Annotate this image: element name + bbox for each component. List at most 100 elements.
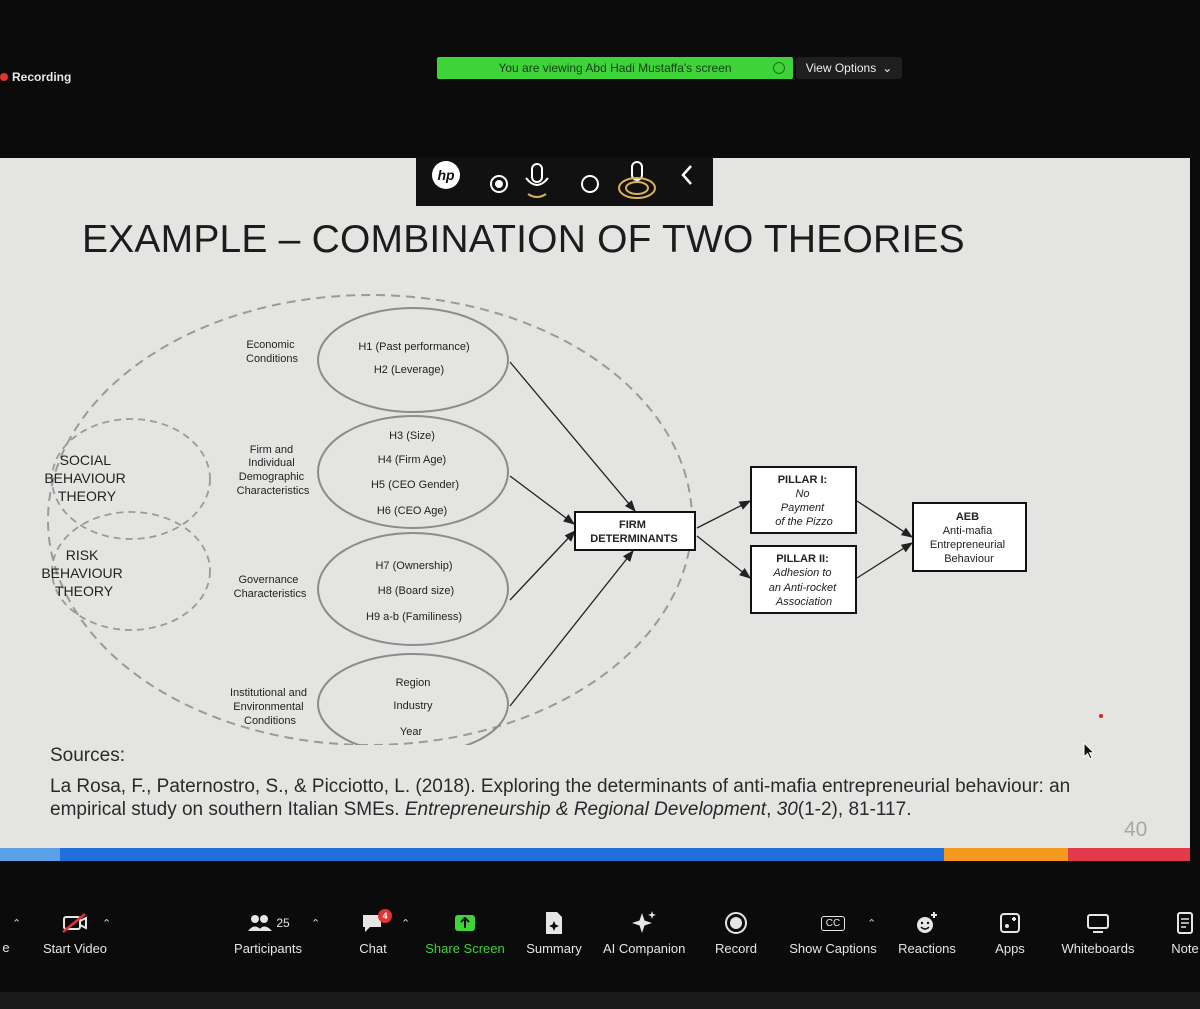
video-caret-icon[interactable]: ⌃ [102, 918, 112, 930]
group4-label-1: Institutional and [230, 687, 307, 699]
chat-caret-icon[interactable]: ⌃ [401, 918, 411, 930]
viewing-banner-text: You are viewing Abd Hadi Mustaffa's scre… [498, 61, 732, 75]
mic-broadcast-icon[interactable] [618, 161, 656, 199]
status-ring-icon [773, 62, 785, 74]
citation-journal: Entrepreneurship & Regional Development [404, 799, 767, 820]
microphone-icon[interactable] [525, 163, 549, 198]
diagram-arrows [509, 361, 914, 707]
summary-icon [525, 905, 583, 941]
ai-companion-label: AI Companion [603, 941, 686, 956]
reactions-button[interactable]: Reactions [896, 905, 958, 956]
hypothesis-h9: H9 a-b (Familiness) [366, 611, 462, 623]
group2-label-4: Characteristics [237, 485, 310, 497]
pillar2-line2: Adhesion to [772, 567, 831, 579]
record-button[interactable]: Record [713, 905, 759, 956]
record-label: Record [715, 941, 757, 956]
theory2-line2: BEHAVIOUR [41, 565, 122, 581]
sources-heading: Sources: [50, 745, 125, 766]
chat-button[interactable]: Chat 4 [352, 905, 394, 956]
svg-text:FIRM DETERMINANTS: FIRM DETERMINANTS [590, 519, 677, 545]
hypothesis-h8: H8 (Board size) [378, 585, 454, 597]
apps-button[interactable]: Apps [990, 905, 1030, 956]
reactions-label: Reactions [898, 941, 956, 956]
whiteboards-button[interactable]: Whiteboards [1058, 905, 1138, 956]
pillar1-line4: of the Pizzo [775, 516, 832, 528]
svg-text:hp: hp [437, 167, 455, 183]
recording-label: Recording [12, 70, 72, 84]
hypothesis-h2: H2 (Leverage) [374, 364, 444, 376]
record-icon [713, 905, 759, 941]
audio-caret-icon[interactable]: ⌃ [12, 918, 22, 930]
svg-text:Governance Characteristics: Governance Characteristics [234, 574, 307, 600]
participants-count: 25 [276, 916, 290, 930]
notes-icon [1170, 905, 1200, 941]
control-region: Region [396, 677, 431, 689]
hypothesis-h7: H7 (Ownership) [375, 560, 452, 572]
mouse-cursor-icon [1083, 742, 1096, 760]
screen-bottom-edge [0, 992, 1200, 1009]
view-options-button[interactable]: View Options ⌄ [796, 57, 902, 79]
aeb-title: AEB [956, 511, 979, 523]
pillar2-line4: Association [775, 596, 832, 608]
ai-companion-button[interactable]: AI Companion [603, 905, 685, 956]
summary-button[interactable]: Summary [525, 905, 583, 956]
control-year: Year [400, 726, 423, 738]
citation-separator: , [766, 799, 777, 820]
theory2-line1: RISK [66, 547, 99, 563]
chevron-left-icon[interactable] [681, 165, 692, 185]
captions-caret-icon[interactable]: ⌃ [867, 918, 877, 930]
group3-label-1: Governance [239, 574, 299, 586]
participants-button[interactable]: 25 Participants [232, 905, 304, 956]
slide-color-stripe [0, 848, 1190, 861]
viewing-banner: You are viewing Abd Hadi Mustaffa's scre… [437, 57, 793, 79]
svg-text:PILLAR I: No Payment: PILLAR I: No Payment of the Pizzo [775, 474, 832, 528]
group4-label-2: Environmental [233, 701, 303, 713]
audio-label-partial: e [2, 940, 10, 955]
share-screen-button[interactable]: Share Screen [425, 905, 505, 956]
group1-label-1: Economic [246, 339, 295, 351]
svg-text:RISK BEHAVIOUR THEORY: RISK BEHAVIOUR THEORY [41, 547, 126, 599]
sparkle-icon [603, 905, 685, 941]
slide-title: EXAMPLE – COMBINATION OF TWO THEORIES [82, 218, 965, 261]
chat-label: Chat [359, 941, 387, 956]
show-captions-button[interactable]: CC Show Captions [788, 905, 878, 956]
participants-caret-icon[interactable]: ⌃ [311, 918, 321, 930]
group2-label-1: Firm and [250, 444, 293, 456]
captions-icon: CC [788, 905, 878, 941]
participants-label: Participants [234, 941, 302, 956]
group2-label-3: Demographic [239, 471, 305, 483]
svg-text:PILLAR II: Adhesion to: PILLAR II: Adhesion to an Anti-rocket As… [769, 553, 840, 608]
presenter-control-bar: hp [416, 158, 713, 206]
citation-text: La Rosa, F., Paternostro, S., & Picciott… [50, 776, 1071, 820]
svg-text:Institutional and Environm: Institutional and Environmental Conditio… [230, 687, 310, 727]
audio-button-partial[interactable]: e [0, 940, 12, 955]
group3-label-2: Characteristics [234, 588, 307, 600]
laser-pointer-dot [1099, 714, 1103, 718]
record-dot-icon[interactable] [490, 175, 508, 193]
video-off-icon [40, 905, 110, 941]
group4-label-3: Conditions [244, 715, 296, 727]
chat-badge: 4 [378, 909, 392, 923]
recording-indicator: Recording [0, 70, 71, 84]
share-screen-label: Share Screen [425, 941, 505, 956]
pillar1-line2: No [795, 488, 809, 500]
hp-logo-icon: hp [432, 161, 460, 189]
pillar1-line3: Payment [781, 502, 825, 514]
slide-page-number: 40 [1124, 818, 1148, 841]
theory2-line3: THEORY [55, 583, 114, 599]
recording-dot-icon [0, 73, 8, 81]
chevron-down-icon: ⌄ [882, 61, 893, 75]
citation: La Rosa, F., Paternostro, S., & Picciott… [50, 775, 1080, 821]
view-options-label: View Options [805, 61, 877, 75]
hypothesis-h4: H4 (Firm Age) [378, 454, 446, 466]
hypothesis-ellipses [317, 307, 509, 745]
hypothesis-h6: H6 (CEO Age) [377, 505, 447, 517]
circle-icon[interactable] [581, 175, 599, 193]
start-video-button[interactable]: Start Video [40, 905, 110, 956]
chat-icon [352, 905, 394, 941]
theory-diagram: SOCIAL BEHAVIOUR THEORY RISK BEHAVIOUR T… [41, 294, 1027, 745]
svg-text:SOCIAL BEHAVIOUR THEOR: SOCIAL BEHAVIOUR THEORY [44, 452, 129, 504]
theory1-line3: THEORY [58, 488, 117, 504]
notes-button[interactable]: Note [1170, 905, 1200, 956]
svg-text:Firm and Individual De: Firm and Individual Demographic Characte… [237, 444, 310, 497]
